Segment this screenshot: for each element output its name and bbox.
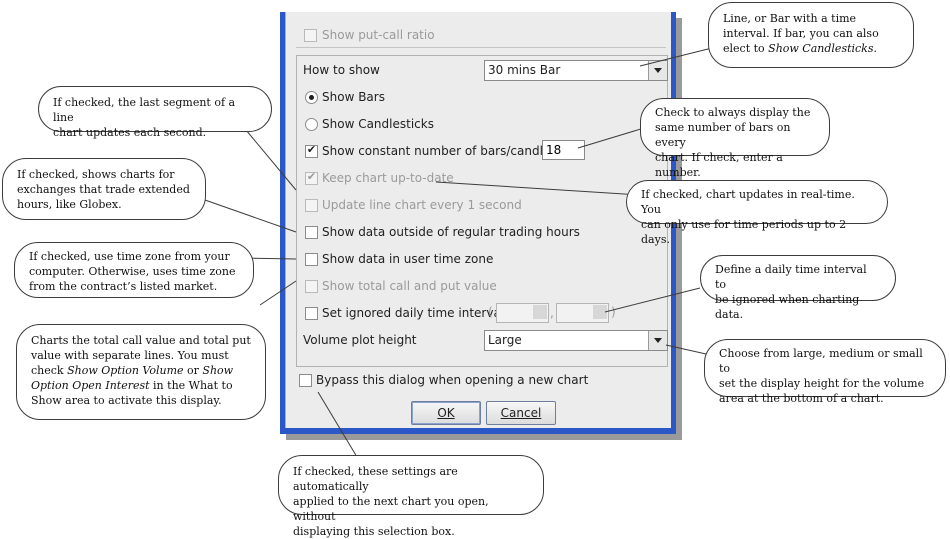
chart-settings-dialog: Show put-call ratio How to show 30 mins … [280, 12, 676, 434]
user-time-zone-checkbox[interactable] [305, 253, 318, 266]
update-line-label: Update line chart every 1 second [322, 198, 522, 212]
callout-ignored-interval: Define a daily time interval to be ignor… [700, 255, 896, 321]
constant-bars-value: 18 [546, 143, 562, 157]
callout-pointer-lines [204, 47, 713, 463]
ok-button[interactable]: OK [411, 401, 481, 425]
volume-height-dropdown[interactable]: Large [484, 330, 668, 351]
ignored-start-time-field[interactable] [496, 303, 549, 323]
show-put-call-checkbox[interactable] [304, 29, 317, 42]
show-put-call-label: Show put-call ratio [322, 28, 435, 42]
volume-height-label: Volume plot height [303, 333, 417, 347]
callout-volume-height: Choose from large, medium or small to se… [704, 339, 946, 405]
paren-close: ) [611, 305, 616, 319]
bypass-dialog-checkbox[interactable] [299, 374, 312, 387]
callout-last-segment: If checked, the last segment of a line c… [38, 86, 272, 139]
how-to-show-value: 30 mins Bar [488, 63, 561, 77]
outside-hours-checkbox[interactable] [305, 226, 318, 239]
callout-extended-hours: If checked, shows charts for exchanges t… [2, 158, 206, 220]
callout-realtime: If checked, chart updates in real-time. … [626, 180, 888, 246]
how-to-show-dropdown[interactable]: 30 mins Bar [484, 60, 668, 81]
update-line-checkbox[interactable] [305, 199, 318, 212]
check-icon: ✔ [306, 170, 317, 183]
callout-line-bar: Line, or Bar with a time interval. If ba… [708, 2, 914, 68]
paren-open: ( [488, 305, 493, 319]
show-bars-radio[interactable] [305, 91, 318, 104]
dialog-body: Show put-call ratio How to show 30 mins … [285, 12, 671, 428]
bypass-dialog-label: Bypass this dialog when opening a new ch… [316, 373, 589, 387]
ignored-end-time-field[interactable] [556, 303, 609, 323]
ignored-interval-label: Set ignored daily time interval [322, 306, 505, 320]
spinner-icon[interactable] [593, 305, 607, 319]
how-to-show-label: How to show [303, 63, 380, 77]
keep-up-to-date-checkbox[interactable]: ✔ [305, 170, 318, 185]
show-candlesticks-radio[interactable] [305, 118, 318, 131]
outside-hours-label: Show data outside of regular trading hou… [322, 225, 580, 239]
spinner-icon[interactable] [533, 305, 547, 319]
total-call-put-label: Show total call and put value [322, 279, 497, 293]
user-time-zone-label: Show data in user time zone [322, 252, 494, 266]
comma: , [550, 306, 554, 320]
cancel-button[interactable]: Cancel [486, 401, 556, 425]
callout-constant-bars: Check to always display the same number … [640, 98, 830, 179]
callout-bypass: If checked, these settings are automatic… [278, 455, 544, 538]
callout-total-value: Charts the total call value and total pu… [16, 324, 266, 420]
show-candlesticks-label: Show Candlesticks [322, 117, 434, 131]
ignored-interval-checkbox[interactable] [305, 307, 318, 320]
callout-time-zone: If checked, use time zone from your comp… [14, 242, 254, 298]
keep-up-to-date-label: Keep chart up-to-date [322, 171, 454, 185]
check-icon: ✔ [306, 143, 317, 156]
divider [296, 47, 666, 48]
constant-bars-label: Show constant number of bars/candles [322, 144, 557, 158]
chevron-down-icon[interactable] [648, 61, 667, 80]
volume-height-value: Large [488, 333, 522, 347]
how-to-show-panel [296, 55, 668, 367]
show-bars-label: Show Bars [322, 90, 385, 104]
chevron-down-icon[interactable] [648, 331, 667, 350]
constant-bars-input[interactable]: 18 [542, 140, 585, 160]
constant-bars-checkbox[interactable]: ✔ [305, 143, 318, 158]
total-call-put-checkbox[interactable] [305, 280, 318, 293]
